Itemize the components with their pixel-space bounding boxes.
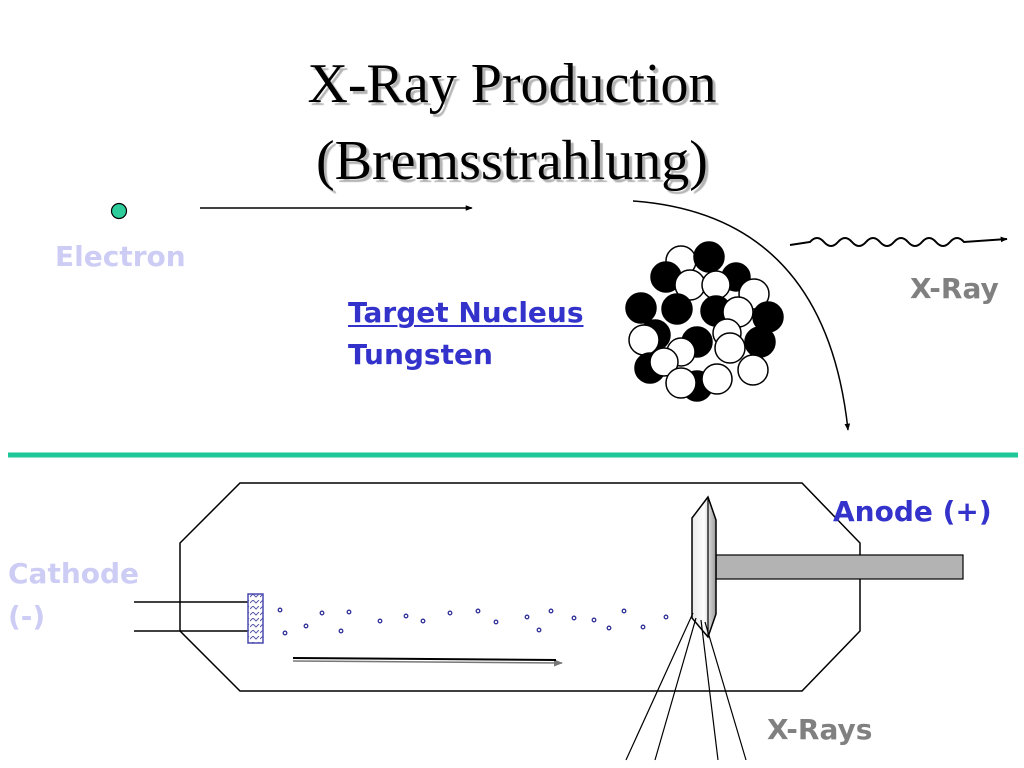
deflected-electron-arrow — [632, 200, 851, 431]
electron-stream — [277, 607, 669, 636]
tungsten-label: Tungsten — [348, 338, 493, 371]
anode-label: Anode (+) — [833, 495, 992, 528]
cathode-label: Cathode — [8, 557, 140, 590]
anode-target — [691, 495, 717, 639]
electron-beam-line — [292, 657, 557, 661]
electron-beam-arrow — [292, 659, 563, 667]
electron-label: Electron — [55, 240, 186, 273]
emitted-xrays — [625, 612, 747, 761]
slide-title-line-2: (Bremsstrahlung) — [316, 130, 708, 192]
target-nucleus-label: Target Nucleus — [348, 296, 584, 329]
slide-title-line-1: X-Ray Production — [307, 53, 717, 115]
tungsten-nucleus — [625, 241, 784, 402]
electron-dot — [110, 202, 128, 220]
xrays-label: X-Rays — [767, 713, 873, 746]
xray-wave-arrow — [789, 236, 1008, 247]
xray-tube-envelope — [179, 482, 861, 692]
anode-rod — [715, 554, 964, 580]
cathode-sign-label: (-) — [8, 600, 46, 633]
cathode-filament — [247, 593, 264, 644]
xray-label: X-Ray — [910, 272, 999, 305]
